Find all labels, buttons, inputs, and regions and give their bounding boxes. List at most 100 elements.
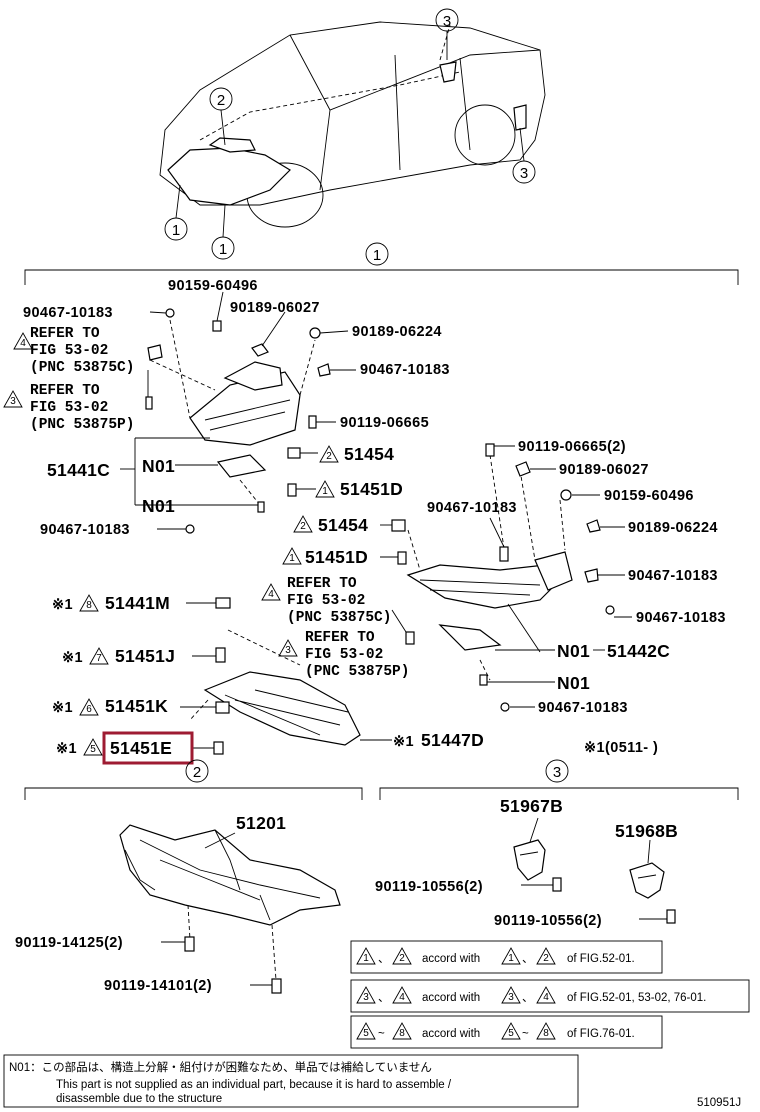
svg-text:1: 1	[363, 953, 369, 964]
svg-text:1: 1	[508, 953, 514, 964]
part-90467-10183-f: 90467-10183	[636, 610, 726, 626]
part-90189-06224-top: 90189-06224	[352, 324, 442, 340]
section-1: 1	[24, 242, 739, 755]
footnote-en-1: This part is not supplied as an individu…	[56, 1079, 452, 1091]
part-51441M: 51441M	[105, 593, 170, 613]
part-51442C: 51442C	[607, 641, 670, 661]
section-1-labels: 90159-60496 90467-10183 90189-06027 9018…	[3, 278, 450, 538]
svg-text:2: 2	[300, 521, 306, 532]
footnote-en-2: disassemble due to the structure	[56, 1093, 222, 1105]
n01-c: N01	[557, 641, 590, 661]
part-90467-10183-g: 90467-10183	[538, 700, 628, 716]
svg-text:~: ~	[522, 1028, 529, 1040]
refer-4a-line2: FIG 53-02	[30, 343, 108, 359]
callout-1-mid: 1	[219, 241, 227, 258]
svg-text:1: 1	[289, 553, 295, 564]
n01-a: N01	[142, 456, 175, 476]
part-90119-10556-b: 90119-10556(2)	[494, 913, 602, 929]
svg-text:3: 3	[10, 396, 16, 407]
part-90159-60496-top: 90159-60496	[168, 278, 258, 294]
refer-4a-line3: (PNC 53875C)	[30, 360, 134, 376]
svg-text:5: 5	[508, 1028, 514, 1039]
svg-text:、: 、	[378, 953, 390, 965]
callout-2-car: 2	[217, 92, 225, 109]
part-90467-10183-c: 90467-10183	[40, 522, 130, 538]
legend-row3-tail: of FIG.76-01.	[567, 1028, 635, 1040]
refer-3b-line1: REFER TO	[305, 630, 375, 646]
svg-text:8: 8	[399, 1028, 405, 1039]
svg-text:3: 3	[363, 992, 369, 1003]
part-51451D-r: 51451D	[305, 547, 368, 567]
part-90467-10183-e: 90467-10183	[628, 568, 718, 584]
footnote: N01：この部品は、構造上分解・組付けが困難なため、単品では補給していません T…	[3, 1054, 579, 1108]
part-90119-06665-r: 90119-06665(2)	[518, 439, 626, 455]
section-1-label: 1	[373, 247, 381, 264]
refer-4b-line1: REFER TO	[287, 576, 357, 592]
part-90119-14125: 90119-14125(2)	[15, 935, 123, 951]
refer-4b-line2: FIG 53-02	[287, 593, 365, 609]
refer-3a-line3: (PNC 53875P)	[30, 417, 134, 433]
svg-text:3: 3	[285, 645, 291, 656]
svg-text:※1: ※1	[56, 741, 77, 757]
part-51451J: 51451J	[115, 646, 175, 666]
date-note: ※1(0511- )	[584, 740, 658, 756]
highlight-box	[102, 731, 194, 765]
svg-text:2: 2	[326, 451, 332, 462]
n01-d: N01	[557, 673, 590, 693]
part-90189-06027-top: 90189-06027	[230, 300, 320, 316]
legend-row2-tail: of FIG.52-01, 53-02, 76-01.	[567, 992, 706, 1004]
refer-4b-line3: (PNC 53875C)	[287, 610, 391, 626]
part-90467-10183-a: 90467-10183	[23, 305, 113, 321]
svg-text:6: 6	[86, 704, 92, 715]
part-90159-60496-r: 90159-60496	[604, 488, 694, 504]
refer-3b-line3: (PNC 53875P)	[305, 664, 409, 680]
section-2-label: 2	[193, 764, 201, 781]
part-51454-r: 51454	[318, 515, 368, 535]
svg-text:2: 2	[399, 953, 405, 964]
section-3: 3 51967B 51968B 90119-10556(2) 90119-105…	[375, 759, 739, 929]
part-51441C: 51441C	[47, 460, 110, 480]
svg-text:4: 4	[268, 589, 274, 600]
part-90189-06224-r: 90189-06224	[628, 520, 718, 536]
refer-3b-line2: FIG 53-02	[305, 647, 383, 663]
legend-row2-text: accord with	[422, 992, 480, 1004]
part-90467-10183-b: 90467-10183	[360, 362, 450, 378]
svg-text:3: 3	[508, 992, 514, 1003]
part-90119-06665-l: 90119-06665	[340, 415, 429, 431]
legend: 1 、 2 accord with 1 、 2 of FIG.52-01. 3 …	[350, 940, 750, 1049]
svg-text:8: 8	[86, 600, 92, 611]
part-51201: 51201	[236, 813, 286, 833]
part-90119-14101: 90119-14101(2)	[104, 978, 212, 994]
legend-row3-text: accord with	[422, 1028, 480, 1040]
refer-4a-line1: REFER TO	[30, 326, 100, 342]
part-51451D-l: 51451D	[340, 479, 403, 499]
diagram-id: 510951J	[697, 1097, 741, 1109]
svg-text:5: 5	[363, 1028, 369, 1039]
part-51967B: 51967B	[500, 796, 563, 816]
svg-text:、: 、	[522, 992, 534, 1004]
callout-3-rear: 3	[520, 165, 528, 182]
callout-1-left: 1	[172, 222, 180, 239]
legend-row1-text: accord with	[422, 953, 480, 965]
svg-text:※1: ※1	[62, 650, 83, 666]
section-2: 2 51201 90119-14125(2) 90119-14101(2)	[15, 759, 363, 994]
svg-text:4: 4	[399, 992, 405, 1003]
part-51451E[interactable]: 51451E	[110, 738, 172, 758]
svg-text:~: ~	[378, 1028, 385, 1040]
section-1-right-labels: 90119-06665(2) 90189-06027 90159-60496 9…	[261, 439, 726, 756]
section-1-front-labels: ※1 8 51441M ※1 7 51451J ※1 6 51451K ※1 5…	[52, 593, 484, 765]
svg-text:4: 4	[20, 338, 26, 349]
part-51968B: 51968B	[615, 821, 678, 841]
part-90467-10183-d: 90467-10183	[427, 500, 517, 516]
car-callouts: 3 2 3 1 1	[164, 8, 536, 260]
svg-text:※1: ※1	[393, 734, 414, 750]
svg-text:※1: ※1	[52, 597, 73, 613]
part-51454-l: 51454	[344, 444, 394, 464]
svg-text:、: 、	[378, 992, 390, 1004]
svg-text:※1: ※1	[52, 700, 73, 716]
refer-3a-line1: REFER TO	[30, 383, 100, 399]
svg-text:2: 2	[543, 953, 549, 964]
callout-3-top: 3	[443, 13, 451, 30]
svg-text:1: 1	[322, 486, 328, 497]
